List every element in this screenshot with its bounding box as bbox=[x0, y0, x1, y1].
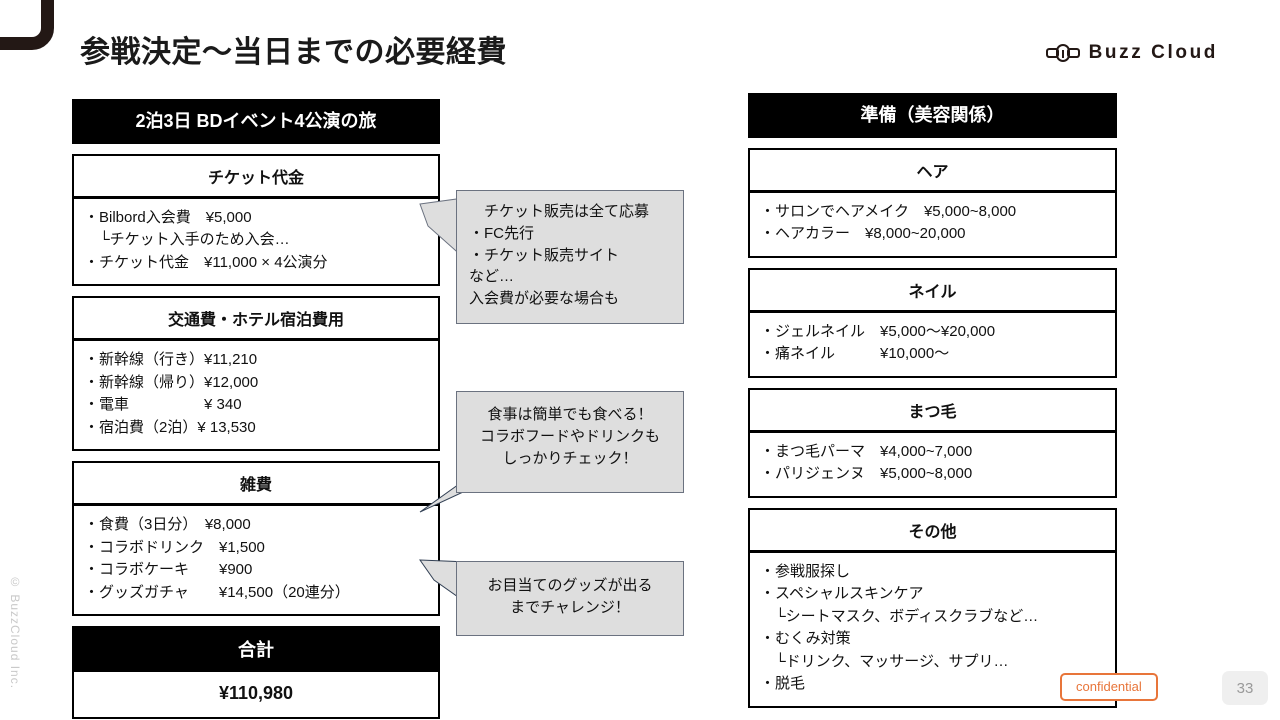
copyright-text: © BuzzCloud Inc. bbox=[8, 575, 22, 690]
line-item: ・コラボドリンク ¥1,500 bbox=[84, 538, 265, 556]
section-title: 雑費 bbox=[72, 461, 440, 506]
callout-food-note: 食事は簡単でも食べる！ コラボフードやドリンクも しっかりチェック！ bbox=[456, 391, 684, 493]
section-misc: 雑費 ・食費（3日分） ¥8,000 ・コラボドリンク ¥1,500 ・コラボケ… bbox=[72, 461, 440, 616]
line-item: ・食費（3日分） ¥8,000 bbox=[84, 516, 251, 533]
expense-table-left: 2泊3日 BDイベント4公演の旅 チケット代金 ・Bilbord入会費 ¥5,0… bbox=[72, 99, 440, 719]
section-body: ・サロンでヘアメイク ¥5,000~8,000 ・ヘアカラー ¥8,000~20… bbox=[748, 192, 1117, 258]
line-item: ・新幹線（帰り）¥12,000 bbox=[84, 373, 259, 391]
page-number: 33 bbox=[1222, 671, 1268, 705]
section-title: ヘア bbox=[748, 147, 1117, 193]
confidential-badge: confidential bbox=[1060, 673, 1158, 701]
line-item: ・まつ毛パーマ ¥4,000~7,000 bbox=[760, 442, 973, 460]
section-title: 交通費・ホテル宿泊費用 bbox=[72, 296, 440, 341]
callout-line: までチャレンジ！ bbox=[510, 598, 630, 616]
callout-line: コラボフードやドリンクも bbox=[479, 427, 660, 445]
section-body: ・まつ毛パーマ ¥4,000~7,000 ・パリジェンヌ ¥5,000~8,00… bbox=[748, 432, 1117, 498]
line-item: └ドリンク、マッサージ、サプリ… bbox=[760, 652, 1009, 670]
page-title: 参戦決定～当日までの必要経費 bbox=[80, 36, 507, 69]
buzzcloud-mark-icon bbox=[1045, 44, 1080, 62]
line-item: ・パリジェンヌ ¥5,000~8,000 bbox=[760, 465, 973, 482]
section-title: ネイル bbox=[748, 267, 1117, 313]
line-item: ・グッズガチャ ¥14,500（20連分） bbox=[84, 583, 350, 601]
line-item: ・ジェルネイル ¥5,000～¥20,000 bbox=[760, 322, 996, 340]
line-item: ・宿泊費（2泊）¥ 13,530 bbox=[84, 418, 256, 436]
brand-name: Buzz Cloud bbox=[1088, 42, 1218, 63]
line-item: ・スペシャルスキンケア bbox=[760, 585, 924, 602]
total-label: 合計 bbox=[72, 626, 440, 672]
line-item: ・痛ネイル ¥10,000～ bbox=[760, 345, 950, 362]
callout-line: 入会費が必要な場合も bbox=[469, 290, 620, 307]
corner-decoration bbox=[0, 0, 54, 50]
section-title: その他 bbox=[748, 507, 1117, 553]
section-ticket: チケット代金 ・Bilbord入会費 ¥5,000 └チケット入手のため入会… … bbox=[72, 153, 440, 286]
callout-line: ・チケット販売サイト bbox=[469, 246, 620, 264]
line-item: ・Bilbord入会費 ¥5,000 bbox=[84, 208, 252, 226]
callout-line: 食事は簡単でも食べる！ bbox=[487, 406, 653, 423]
beauty-table-right: 準備（美容関係） ヘア ・サロンでヘアメイク ¥5,000~8,000 ・ヘアカ… bbox=[748, 93, 1117, 708]
section-title: チケット代金 bbox=[72, 153, 440, 199]
callout-goods-note: お目当てのグッズが出る までチャレンジ！ bbox=[456, 561, 684, 636]
line-item: ・むくみ対策 bbox=[760, 630, 851, 647]
section-transport-hotel: 交通費・ホテル宿泊費用 ・新幹線（行き）¥11,210 ・新幹線（帰り）¥12,… bbox=[72, 296, 440, 451]
section-eyelash: まつ毛 ・まつ毛パーマ ¥4,000~7,000 ・パリジェンヌ ¥5,000~… bbox=[748, 387, 1117, 498]
line-item: └シートマスク、ボディスクラブなど… bbox=[760, 607, 1039, 625]
line-item: └チケット入手のため入会… bbox=[84, 231, 290, 248]
section-body: ・食費（3日分） ¥8,000 ・コラボドリンク ¥1,500 ・コラボケーキ … bbox=[72, 506, 440, 616]
line-item: ・チケット代金 ¥11,000 × 4公演分 bbox=[84, 253, 328, 271]
line-item: ・ヘアカラー ¥8,000~20,000 bbox=[760, 225, 966, 242]
callout-line: しっかりチェック！ bbox=[502, 449, 638, 467]
callout-line: チケット販売は全て応募 bbox=[469, 203, 650, 220]
line-item: ・サロンでヘアメイク ¥5,000~8,000 bbox=[760, 202, 1017, 220]
section-other: その他 ・参戦服探し ・スペシャルスキンケア └シートマスク、ボディスクラブなど… bbox=[748, 507, 1117, 708]
callout-ticket-note: チケット販売は全て応募 ・FC先行 ・チケット販売サイト など… 入会費が必要な… bbox=[456, 190, 684, 324]
section-hair: ヘア ・サロンでヘアメイク ¥5,000~8,000 ・ヘアカラー ¥8,000… bbox=[748, 147, 1117, 258]
total-value: ¥110,980 bbox=[72, 672, 440, 719]
line-item: ・参戦服探し bbox=[760, 562, 851, 580]
section-body: ・参戦服探し ・スペシャルスキンケア └シートマスク、ボディスクラブなど… ・む… bbox=[748, 552, 1117, 708]
line-item: ・新幹線（行き）¥11,210 bbox=[84, 351, 258, 368]
line-item: ・脱毛 bbox=[760, 675, 806, 692]
line-item: ・電車 ¥ 340 bbox=[84, 396, 242, 413]
section-body: ・新幹線（行き）¥11,210 ・新幹線（帰り）¥12,000 ・電車 ¥ 34… bbox=[72, 341, 440, 451]
callout-line: ・FC先行 bbox=[469, 224, 534, 242]
section-body: ・ジェルネイル ¥5,000～¥20,000 ・痛ネイル ¥10,000～ bbox=[748, 312, 1117, 378]
section-nail: ネイル ・ジェルネイル ¥5,000～¥20,000 ・痛ネイル ¥10,000… bbox=[748, 267, 1117, 378]
table-header-right: 準備（美容関係） bbox=[748, 93, 1117, 138]
callout-line: お目当てのグッズが出る bbox=[487, 577, 653, 594]
section-title: まつ毛 bbox=[748, 387, 1117, 433]
section-body: ・Bilbord入会費 ¥5,000 └チケット入手のため入会… ・チケット代金… bbox=[72, 198, 440, 286]
line-item: ・コラボケーキ ¥900 bbox=[84, 561, 253, 578]
brand-logo: Buzz Cloud bbox=[1045, 42, 1218, 64]
section-total: 合計 ¥110,980 bbox=[72, 626, 440, 719]
table-header-left: 2泊3日 BDイベント4公演の旅 bbox=[72, 99, 440, 144]
callout-line: など… bbox=[469, 268, 515, 286]
